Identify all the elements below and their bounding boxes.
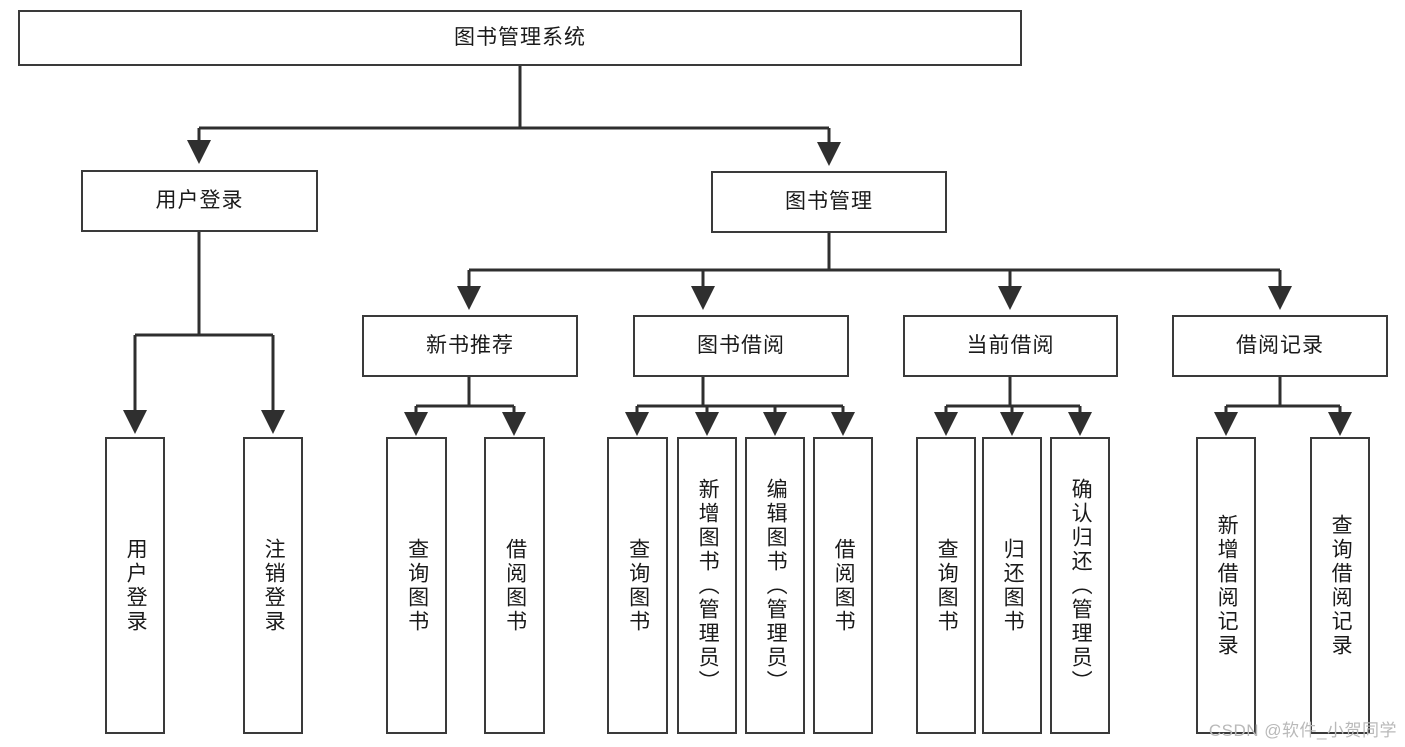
node-current-borrow-label: 当前借阅 [966,334,1055,358]
node-leaf-query-record-label: 查询借阅记录 [1329,513,1353,658]
node-borrow-record[interactable]: 借阅记录 [1172,315,1388,377]
node-current-borrow[interactable]: 当前借阅 [903,315,1118,377]
node-leaf-add-book[interactable]: 新增图书（管理员） [677,437,737,734]
node-leaf-query-book-3[interactable]: 查询图书 [916,437,976,734]
node-root-label: 图书管理系统 [454,26,586,50]
node-leaf-confirm-return[interactable]: 确认归还（管理员） [1050,437,1110,734]
node-user-login-label: 用户登录 [155,189,244,213]
node-leaf-return-book[interactable]: 归还图书 [982,437,1042,734]
node-leaf-add-record[interactable]: 新增借阅记录 [1196,437,1256,734]
node-book-manage-label: 图书管理 [785,190,873,214]
node-leaf-user-logout[interactable]: 注销登录 [243,437,303,734]
node-leaf-edit-book[interactable]: 编辑图书（管理员） [745,437,805,734]
node-leaf-query-book-1-label: 查询图书 [405,537,429,634]
node-leaf-user-logout-label: 注销登录 [262,537,286,634]
node-book-manage[interactable]: 图书管理 [711,171,947,233]
node-leaf-query-book-2-label: 查询图书 [626,537,650,634]
node-leaf-edit-book-label: 编辑图书（管理员） [764,477,788,694]
node-leaf-query-record[interactable]: 查询借阅记录 [1310,437,1370,734]
node-leaf-borrow-book-2[interactable]: 借阅图书 [813,437,873,734]
node-book-borrow[interactable]: 图书借阅 [633,315,849,377]
node-leaf-query-book-2[interactable]: 查询图书 [607,437,668,734]
node-leaf-borrow-book-2-label: 借阅图书 [832,537,856,634]
node-root[interactable]: 图书管理系统 [18,10,1022,66]
node-leaf-add-record-label: 新增借阅记录 [1215,513,1239,658]
node-new-book-rec-label: 新书推荐 [426,334,514,358]
node-leaf-query-book-3-label: 查询图书 [935,537,959,634]
node-leaf-add-book-label: 新增图书（管理员） [696,477,720,694]
node-leaf-user-login-label: 用户登录 [124,537,148,634]
node-new-book-rec[interactable]: 新书推荐 [362,315,578,377]
node-leaf-user-login[interactable]: 用户登录 [105,437,165,734]
node-leaf-query-book-1[interactable]: 查询图书 [386,437,447,734]
node-leaf-confirm-return-label: 确认归还（管理员） [1069,477,1093,694]
node-user-login[interactable]: 用户登录 [81,170,318,232]
node-leaf-borrow-book-1[interactable]: 借阅图书 [484,437,545,734]
node-book-borrow-label: 图书借阅 [697,334,785,358]
node-leaf-borrow-book-1-label: 借阅图书 [503,537,527,634]
node-borrow-record-label: 借阅记录 [1236,334,1324,358]
node-leaf-return-book-label: 归还图书 [1001,537,1025,634]
